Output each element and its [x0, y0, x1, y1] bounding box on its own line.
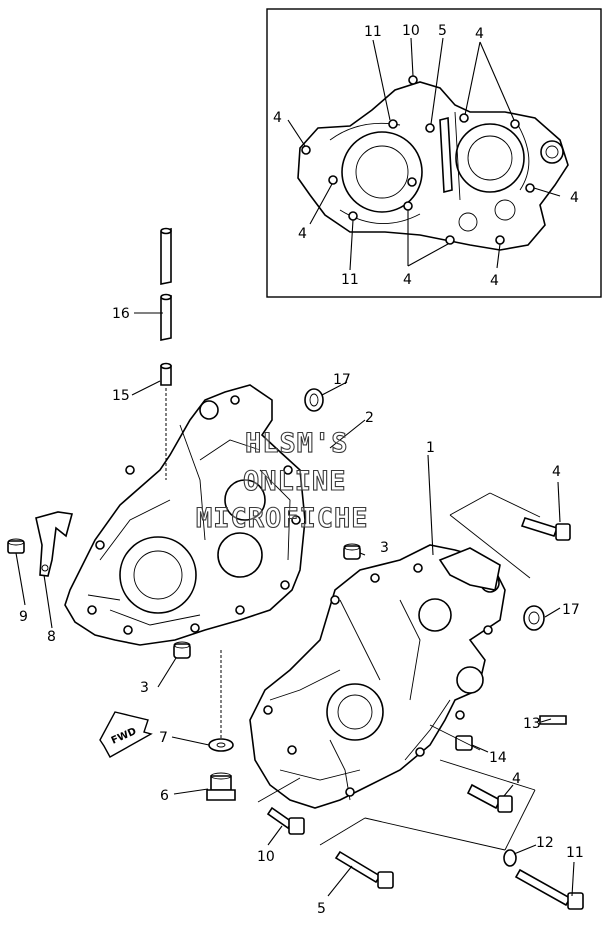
- inset-small-bore: [540, 140, 564, 164]
- inset-label-4-top: 4: [475, 26, 484, 42]
- callout-2: 2: [365, 410, 374, 426]
- callout-5: 5: [317, 901, 326, 917]
- callout-9: 9: [19, 609, 28, 625]
- inset-bolt-holes: [301, 75, 535, 245]
- inset-label-4-bottom-a: 4: [403, 272, 412, 288]
- callout-leaders: [15, 312, 575, 897]
- watermark-line-3: MICROFICHE: [196, 503, 369, 534]
- part-9-bolt: [7, 538, 25, 554]
- left-case-boss: [199, 400, 219, 420]
- right-case-bolt-holes: [263, 563, 493, 797]
- callout-8: 8: [47, 629, 56, 645]
- callout-7: 7: [159, 730, 168, 746]
- left-case-lower-bore: [217, 532, 263, 578]
- left-case-ribs: [87, 424, 291, 626]
- callout-3-upper: 3: [380, 540, 389, 556]
- part-13-screw: [539, 715, 567, 725]
- part-12-washer: [503, 849, 517, 867]
- callout-3-lower: 3: [140, 680, 149, 696]
- assembly-guide-lines: [257, 492, 541, 851]
- callout-6: 6: [160, 788, 169, 804]
- left-crankcase: [64, 384, 306, 646]
- left-case-main-bore-inner: [133, 550, 183, 600]
- watermark: HLSM'S ONLINE MICROFICHE: [195, 427, 369, 534]
- right-case-side-bore: [456, 666, 484, 694]
- inset-label-4-right: 4: [570, 190, 579, 206]
- part-5-bolt: [334, 850, 394, 889]
- inset-label-5: 5: [438, 23, 447, 39]
- callout-4-bolt-lower: 4: [512, 771, 521, 787]
- inset-bolt-pattern-view: 11 10 5 4 4 4 4 11 4 4: [266, 8, 602, 298]
- right-case-main-bore: [326, 683, 384, 741]
- inset-rib: [329, 111, 530, 224]
- inset-label-4-left: 4: [273, 110, 282, 126]
- inset-small-bore-inner: [545, 145, 559, 159]
- inset-label-10: 10: [402, 23, 420, 39]
- inset-label-4-mid: 4: [298, 226, 307, 242]
- callout-4-bolt-upper: 4: [552, 464, 561, 480]
- part-15-fitting: [160, 362, 172, 480]
- callout-16: 16: [112, 306, 130, 322]
- callout-1: 1: [426, 440, 435, 456]
- callout-17-upper: 17: [333, 372, 351, 388]
- right-case-main-bore-inner: [337, 694, 373, 730]
- part-6-drain-bolt: [206, 772, 236, 801]
- callout-11: 11: [566, 845, 584, 861]
- part-14-block: [455, 735, 473, 751]
- right-case-upper-block: [438, 547, 501, 591]
- left-case-upper-bore: [224, 479, 266, 521]
- left-case-bolt-holes: [87, 395, 301, 635]
- inset-trans-bore-inner: [467, 135, 513, 181]
- watermark-line-2: ONLINE: [243, 466, 347, 497]
- part-16-pipe: [160, 227, 172, 341]
- inset-pipe: [439, 116, 453, 194]
- inset-low-bore: [494, 199, 516, 221]
- part-17-seal-left: [304, 388, 324, 412]
- inset-low-bore-2: [458, 212, 478, 232]
- right-crankcase: [249, 544, 506, 809]
- right-case-upper-bore: [418, 598, 452, 632]
- part-3-dowel-lower: [173, 641, 191, 659]
- part-8-bracket: [35, 511, 74, 577]
- callout-14: 14: [489, 750, 507, 766]
- inset-crank-bore-inner: [355, 145, 409, 199]
- callout-10: 10: [257, 849, 275, 865]
- inset-label-11-top: 11: [364, 24, 382, 40]
- inset-trans-bore: [455, 123, 525, 193]
- right-case-ribs: [269, 599, 451, 801]
- inset-label-4-bottom-b: 4: [490, 273, 499, 289]
- part-17-seal-right: [523, 605, 545, 631]
- left-case-main-bore: [119, 536, 197, 614]
- part-4-bolt-upper: [520, 517, 571, 541]
- part-7-washer: [208, 650, 234, 752]
- fwd-arrow-icon: FWD: [99, 711, 153, 758]
- callout-17-right: 17: [562, 602, 580, 618]
- inset-crank-bore: [341, 131, 423, 213]
- inset-leaders: [287, 37, 561, 271]
- part-3-dowel-upper: [343, 543, 361, 560]
- part-11-bolt: [514, 868, 584, 910]
- inset-label-11-bottom: 11: [341, 272, 359, 288]
- part-4-bolt-lower: [466, 783, 513, 813]
- callout-12: 12: [536, 835, 554, 851]
- part-10-bolt: [266, 806, 305, 835]
- callout-13: 13: [523, 716, 541, 732]
- watermark-line-1: HLSM'S: [245, 428, 349, 459]
- callout-15: 15: [112, 388, 130, 404]
- callout-labels: 1 2 3 3 4 4 5 6 7 8 9 10 11 12 13 14 15 …: [19, 306, 584, 917]
